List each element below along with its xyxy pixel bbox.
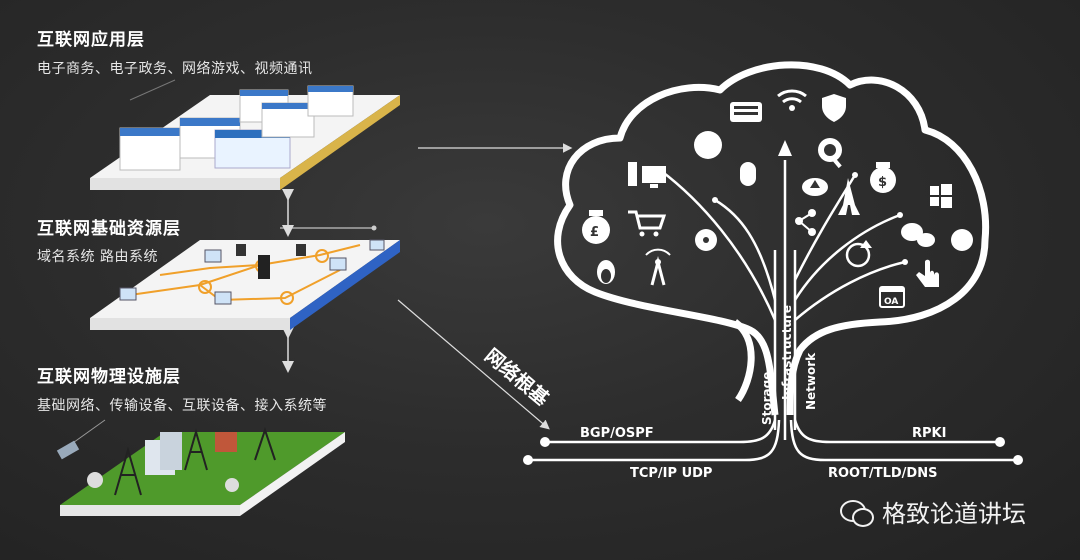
trunk-label-infrastructure: Infrastructure: [780, 305, 794, 400]
root-label-bgp-ospf: BGP/OSPF: [580, 426, 654, 441]
root-foundation-label: 网络根基: [480, 344, 554, 411]
wechat-icon: [840, 498, 874, 527]
svg-text:OA: OA: [884, 297, 898, 307]
antenna-icon: [645, 248, 671, 286]
arrow-to-roots: [397, 299, 550, 430]
chalk-stroke: [69, 419, 106, 446]
money-bag-icon: $: [870, 162, 896, 193]
wifi-icon: [777, 89, 807, 111]
chalk-stroke: [129, 79, 176, 101]
physical-layer-platform: [56, 426, 345, 516]
mouse-icon: [740, 162, 756, 186]
trunk-arrow-head: [778, 140, 792, 156]
globe-upload-icon: [845, 240, 872, 268]
share-icon: [795, 209, 816, 236]
chalk-dot: [371, 225, 377, 231]
application-layer-desc: 电子商务、电子政务、网络游戏、视频通讯: [37, 61, 313, 77]
trunk-label-network: Network: [804, 352, 818, 410]
root-label-root-tld-dns: ROOT/TLD/DNS: [828, 466, 937, 481]
circle-icon: [694, 131, 722, 159]
watermark: 格致论道讲坛: [840, 494, 1026, 529]
earth-icon: [951, 229, 973, 251]
upload-cloud-icon: [802, 178, 828, 196]
physical-layer-title: 互联网物理设施层: [37, 367, 181, 387]
root-lines: [528, 419, 1018, 462]
physical-layer-desc: 基础网络、传输设备、互联设备、接入系统等: [37, 398, 327, 414]
root-end-dots: [523, 437, 1023, 465]
application-layer-platform: [90, 85, 400, 190]
root-label-rpki: RPKI: [912, 426, 946, 441]
svg-text:£: £: [590, 225, 599, 240]
trunk-lines: [659, 160, 906, 440]
application-layer-title: 互联网应用层: [37, 30, 145, 50]
resource-layer-desc: 域名系统 路由系统: [37, 249, 158, 265]
trunk-label-storage: Storage: [760, 372, 774, 425]
search-cloud-icon: [818, 138, 842, 169]
touch-hand-icon: [916, 259, 939, 287]
chat-icon: [901, 223, 935, 247]
server-icon: [258, 255, 270, 279]
currency-bag-icon: £: [582, 210, 610, 244]
resource-layer-title: 互联网基础资源层: [37, 219, 181, 239]
shopping-cart-icon: [628, 210, 667, 237]
svg-text:$: $: [878, 175, 887, 190]
eiffel-tower-icon: [838, 178, 860, 215]
root-label-tcpip-udp: TCP/IP UDP: [630, 466, 712, 481]
shield-icon: [822, 94, 846, 122]
keyboard-icon: [730, 102, 762, 122]
oa-calendar-icon: OA: [879, 286, 905, 308]
tree-crown-tail: [732, 319, 755, 403]
penguin-icon: [597, 260, 615, 284]
resource-layer-platform: [90, 239, 400, 330]
tree-crown-outline: [554, 61, 990, 416]
computer-icon: [628, 162, 666, 188]
watermark-text: 格致论道讲坛: [882, 500, 1026, 528]
windows-icon: [930, 184, 952, 208]
film-reel-icon: [695, 229, 717, 251]
